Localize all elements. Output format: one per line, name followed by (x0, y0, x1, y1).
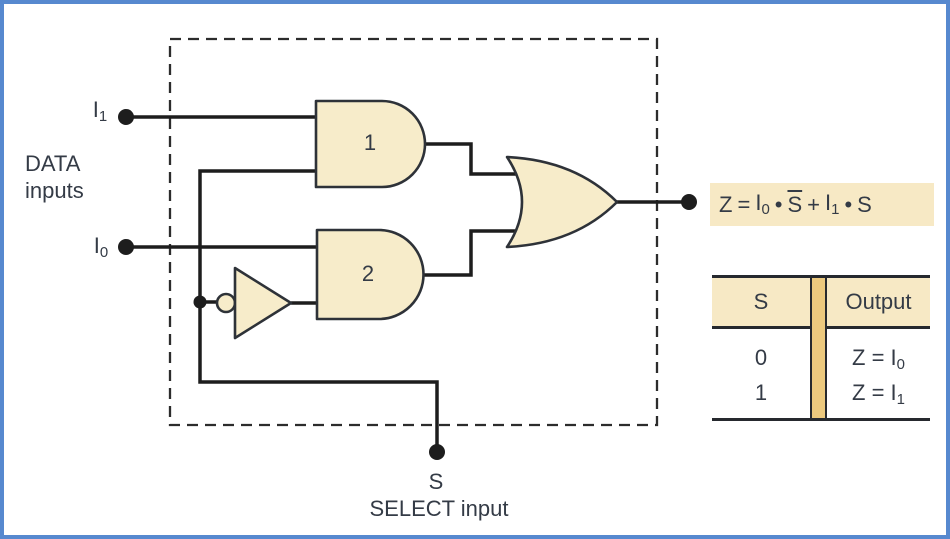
gate2-label: 2 (361, 261, 375, 286)
inverter-triangle (233, 266, 293, 340)
eq-dot-1: • (774, 191, 783, 217)
select-letter-label: S (428, 469, 444, 494)
eq-s-bar: S (787, 191, 803, 217)
function-table: S Output 0 Z = I0 1 Z = I1 (712, 275, 930, 421)
eq-equals: = (737, 191, 751, 217)
terminal-dot-i1 (118, 109, 134, 125)
eq-plus: + (807, 191, 821, 217)
data-inputs-line1: DATA (25, 151, 81, 176)
terminal-dot-output (681, 194, 697, 210)
table-row: 1 Z = I1 (712, 379, 930, 414)
input-label-i0: I0 (93, 232, 109, 262)
eq-z: Z (719, 191, 733, 217)
and-gate-2 (315, 228, 425, 321)
eq-i0: I0 (755, 190, 770, 219)
input-label-i1: I1 (92, 96, 108, 126)
gate1-label: 1 (363, 130, 377, 155)
wire-gate2-to-or (422, 229, 519, 277)
multiplexer-circuit-diagram (118, 37, 697, 460)
cell-output-0: Z = I0 (852, 345, 905, 374)
cell-select-0: 0 (754, 345, 768, 370)
eq-dot-2: • (844, 191, 853, 217)
junction-dot-select (193, 295, 207, 309)
inverter-bubble (215, 292, 237, 314)
wire-select-to-gate1 (198, 169, 439, 452)
output-equation-box: Z = I0 • S + I1 • S (710, 183, 934, 226)
inverter (215, 266, 293, 340)
column-divider-bar (810, 278, 827, 418)
header-output: Output (845, 289, 912, 314)
or-gate (505, 155, 619, 249)
terminal-dot-i0 (118, 239, 134, 255)
terminal-dot-select (429, 444, 445, 460)
wire-gate1-to-or (424, 142, 519, 176)
data-inputs-label: DATA inputs (25, 150, 84, 204)
cell-select-1: 1 (754, 380, 768, 406)
table-body: 0 Z = I0 1 Z = I1 (712, 329, 930, 414)
header-select: S (753, 289, 769, 314)
eq-i1: I1 (825, 190, 840, 219)
data-inputs-line2: inputs (25, 178, 84, 203)
dashed-enclosure (168, 37, 659, 427)
select-caption-label: SELECT input (369, 496, 509, 521)
eq-s: S (857, 191, 872, 217)
cell-output-1: Z = I1 (852, 380, 905, 409)
table-row: 0 Z = I0 (712, 344, 930, 379)
and-gate-1 (314, 99, 427, 189)
